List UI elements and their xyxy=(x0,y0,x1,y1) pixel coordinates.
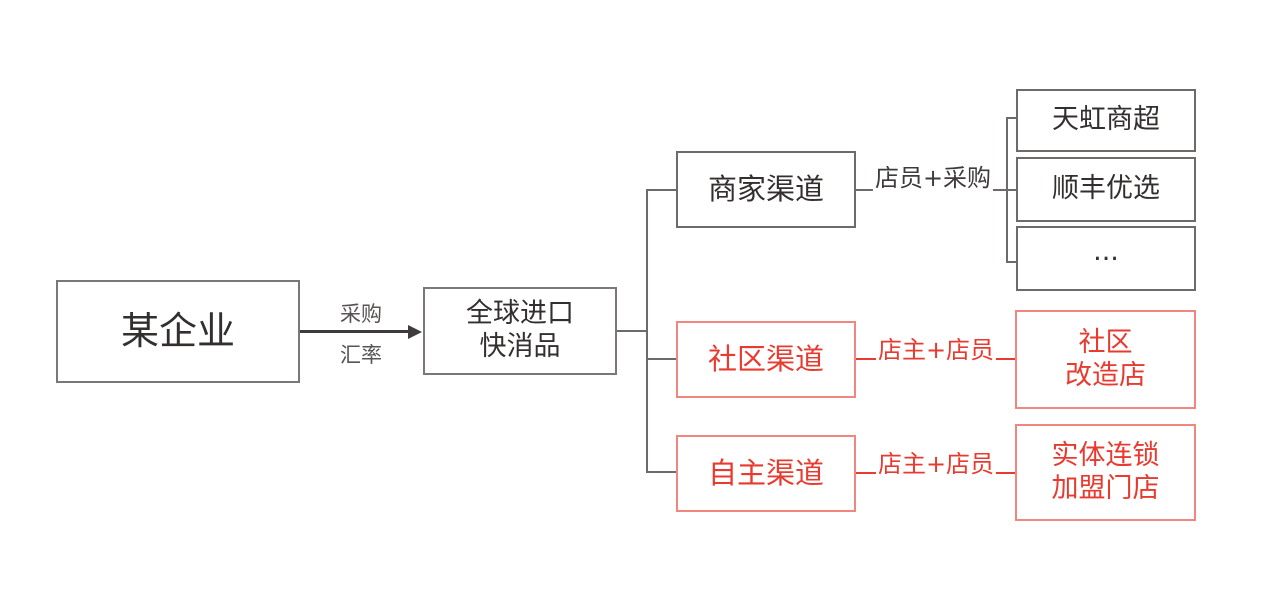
edge-product-to-trunk xyxy=(617,330,648,332)
node-community-store: 社区 改造店 xyxy=(1015,310,1196,409)
bracket-stub-more xyxy=(1006,261,1016,263)
node-community-channel: 社区渠道 xyxy=(676,321,856,398)
stub-to-self-channel xyxy=(646,471,676,473)
node-company-label: 某企业 xyxy=(120,309,235,354)
trunk-vertical-line xyxy=(646,189,648,473)
bracket-vertical-line xyxy=(1006,117,1008,263)
node-self-channel: 自主渠道 xyxy=(676,435,856,512)
node-merchant-channel-label: 商家渠道 xyxy=(707,171,824,206)
edge-label-owner-clerk-self: 店主+店员 xyxy=(875,444,997,479)
node-product: 全球进口 快消品 xyxy=(423,287,617,375)
stub-to-merchant-channel xyxy=(646,189,676,191)
node-community-store-label: 社区 改造店 xyxy=(1065,326,1146,391)
node-more: ... xyxy=(1016,226,1196,291)
node-sf-best: 顺丰优选 xyxy=(1016,157,1196,222)
node-tianhong-label: 天虹商超 xyxy=(1052,104,1160,136)
node-merchant-channel: 商家渠道 xyxy=(676,151,856,228)
bracket-stub-tianhong xyxy=(1006,117,1016,119)
node-more-label: ... xyxy=(1093,236,1119,268)
edge-label-owner-clerk-community: 店主+店员 xyxy=(875,330,997,365)
edge-label-exchange-rate: 汇率 xyxy=(338,339,384,369)
node-sf-best-label: 顺丰优选 xyxy=(1052,173,1160,205)
node-tianhong: 天虹商超 xyxy=(1016,89,1196,152)
stub-to-community-channel xyxy=(646,358,676,360)
arrowhead-icon xyxy=(408,324,422,339)
edge-label-purchase: 采购 xyxy=(338,298,384,328)
node-company: 某企业 xyxy=(56,280,300,383)
node-chain-store: 实体连锁 加盟门店 xyxy=(1015,424,1196,521)
node-chain-store-label: 实体连锁 加盟门店 xyxy=(1051,439,1160,504)
node-product-label: 全球进口 快消品 xyxy=(466,298,574,362)
node-self-channel-label: 自主渠道 xyxy=(707,455,824,490)
edge-company-to-product-line xyxy=(300,330,412,333)
edge-label-clerk-purchase: 店员+采购 xyxy=(872,158,994,193)
node-community-channel-label: 社区渠道 xyxy=(707,341,824,376)
